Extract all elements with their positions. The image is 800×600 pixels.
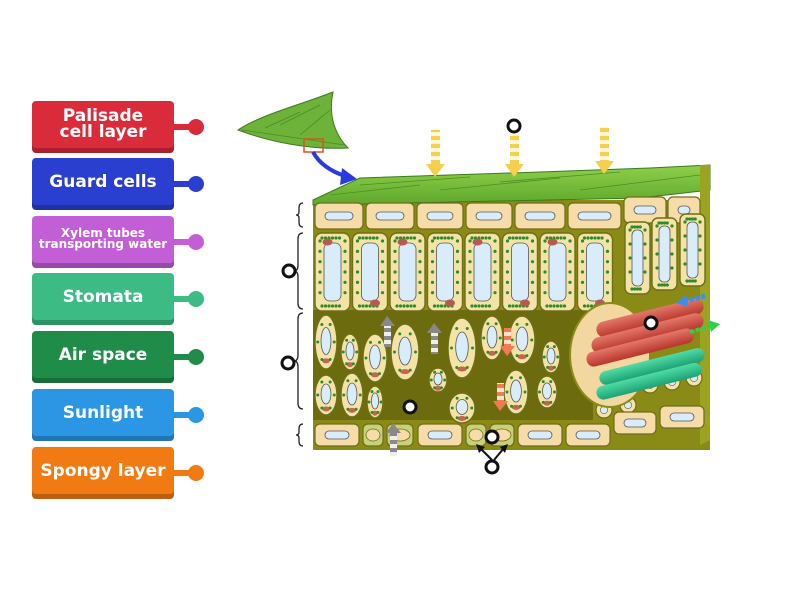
spongy-cell [340, 333, 360, 371]
spongy-cell [541, 340, 561, 374]
target-air-space[interactable] [402, 399, 418, 415]
spongy-cell [536, 375, 558, 409]
connector-dot [188, 465, 204, 481]
spongy-cell [314, 314, 338, 370]
palisade-cell [314, 232, 351, 312]
water-flow-arrow-icon [685, 293, 706, 304]
connector-dot [188, 176, 204, 192]
zoom-arrow-icon [311, 150, 346, 178]
connector-dot [188, 234, 204, 250]
connector-line [174, 239, 196, 245]
palisade-cell [501, 232, 539, 312]
spongy-cell [508, 315, 536, 365]
label-stomata[interactable]: Stomata [32, 273, 174, 325]
target-xylem[interactable] [643, 315, 659, 331]
spongy-cell [340, 372, 364, 418]
target-guard-cells[interactable] [484, 459, 500, 475]
palisade-cell [389, 232, 426, 312]
label-air-space[interactable]: Air space [32, 331, 174, 383]
phloem-tubes [596, 348, 705, 400]
target-sunlight[interactable] [506, 118, 522, 134]
label-sunlight[interactable]: Sunlight [32, 389, 174, 441]
spongy-cell [447, 317, 477, 379]
palisade-cell [624, 221, 651, 295]
palisade-cell [539, 232, 576, 312]
target-spongy-layer[interactable] [280, 355, 296, 371]
spongy-cell [448, 392, 476, 424]
sunlight-arrows [426, 127, 614, 177]
connector-dot [188, 349, 204, 365]
spongy-cell [362, 333, 388, 383]
palisade-layer [314, 213, 706, 312]
palisade-cell [464, 232, 501, 312]
label-text: Stomata [62, 287, 144, 308]
spongy-cell [480, 315, 504, 361]
connector-dot [188, 119, 204, 135]
spongy-cell [428, 367, 448, 393]
connector-dot [188, 291, 204, 307]
gas-exchange-arrows [380, 316, 515, 456]
lower-epidermis [314, 405, 705, 447]
vascular-bundle [569, 293, 720, 408]
upper-epidermis [314, 196, 701, 230]
palisade-cell [351, 232, 389, 312]
palisade-cell [679, 213, 706, 287]
label-guard-cells[interactable]: Guard cells [32, 158, 174, 210]
connector-line [174, 412, 196, 418]
label-text: Sunlight [62, 403, 144, 424]
spongy-cell [390, 323, 420, 381]
connector-line [174, 124, 196, 130]
sugar-flow-arrow-icon [689, 324, 711, 334]
layer-brackets [293, 202, 304, 447]
connector-line [174, 296, 196, 302]
connector-line [174, 354, 196, 360]
label-spongy-layer[interactable]: Spongy layer [32, 447, 174, 499]
connector-line [174, 470, 196, 476]
label-text: Spongy layer [40, 461, 166, 482]
palisade-cell [426, 232, 464, 312]
spongy-cell [503, 369, 529, 415]
stomata-arrows [476, 444, 508, 461]
spongy-cell [366, 385, 384, 419]
target-stomata[interactable] [484, 429, 500, 445]
palisade-cell [651, 217, 678, 291]
target-palisade-layer[interactable] [281, 263, 297, 279]
palisade-cell [576, 232, 614, 312]
leaf-thumbnail [236, 91, 350, 153]
connector-line [174, 181, 196, 187]
label-text: Guard cells [49, 172, 157, 193]
label-text: Air space [58, 345, 148, 366]
connector-dot [188, 407, 204, 423]
spongy-cell [314, 374, 338, 416]
